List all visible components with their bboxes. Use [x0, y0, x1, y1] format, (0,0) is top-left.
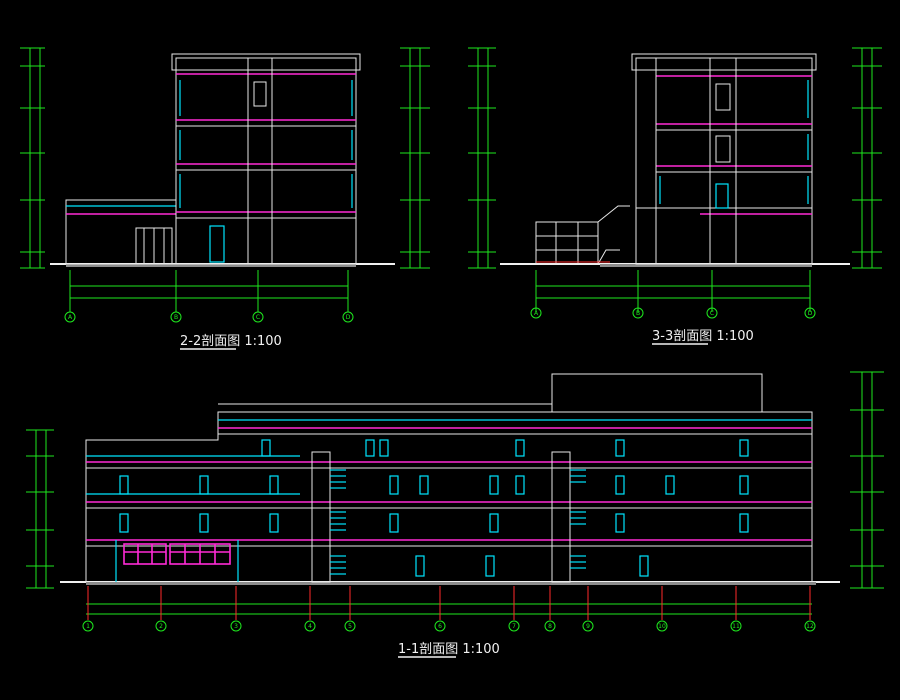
section-3-3: A B C D 3-3剖面图 1:100	[468, 47, 882, 345]
stair-core-1	[311, 451, 346, 583]
axis-label: A	[68, 314, 73, 321]
section-title-1-1: 1-1剖面图 1:100	[398, 642, 500, 657]
axis-label: 6	[438, 623, 442, 630]
level-scale-left-3-3	[468, 47, 496, 269]
garage-ramp-3-3	[535, 205, 630, 265]
dimension-line-2-2	[69, 270, 349, 312]
dimension-line-1-1	[86, 603, 812, 615]
axis-label: B	[636, 310, 640, 317]
axis-label: 8	[548, 623, 552, 630]
axis-label: 10	[658, 623, 666, 630]
level-scale-right-1-1	[850, 371, 884, 589]
axis-label: D	[346, 314, 351, 321]
axis-label: C	[256, 314, 260, 321]
section-title-3-3: 3-3剖面图 1:100	[652, 329, 754, 344]
windows-1-1	[119, 439, 749, 577]
axis-label: 12	[806, 623, 814, 630]
shopfront-1-1	[115, 540, 239, 582]
axis-markers-3-3: A B C D	[530, 307, 816, 319]
axis-label: D	[808, 310, 813, 317]
axis-label: 2	[159, 623, 163, 630]
axis-label: C	[710, 310, 714, 317]
axis-label: B	[174, 314, 178, 321]
axis-label: 1	[86, 623, 90, 630]
axis-label: A	[534, 310, 539, 317]
section-1-1: 1 2 3 4 5 6 7 8 9 10 11 12 1-1剖面图 1:100	[26, 371, 884, 658]
tower-3-3	[631, 53, 817, 265]
main-body-1-1	[85, 373, 813, 582]
section-2-2: A B C D 2-2剖面图 1:100	[20, 47, 430, 350]
axis-label: 9	[586, 623, 590, 630]
low-wing-2-2	[65, 199, 177, 265]
axis-label: 3	[234, 623, 238, 630]
dimension-line-3-3	[535, 270, 811, 312]
axis-label: 11	[732, 623, 740, 630]
level-scale-right-3-3	[852, 47, 882, 269]
axis-label: 4	[308, 623, 312, 630]
axis-label: 5	[348, 623, 352, 630]
stair-core-2	[551, 451, 586, 583]
axis-markers-2-2: A B C D	[64, 311, 354, 323]
section-title-2-2: 2-2剖面图 1:100	[180, 334, 282, 349]
tower-2-2	[171, 53, 361, 265]
axis-markers-1-1: 1 2 3 4 5 6 7 8 9 10 11 12	[82, 586, 816, 632]
level-scale-left-1-1	[26, 429, 54, 589]
level-scale-left-2-2	[20, 47, 45, 269]
axis-label: 7	[512, 623, 516, 630]
level-scale-right-2-2	[400, 47, 430, 269]
